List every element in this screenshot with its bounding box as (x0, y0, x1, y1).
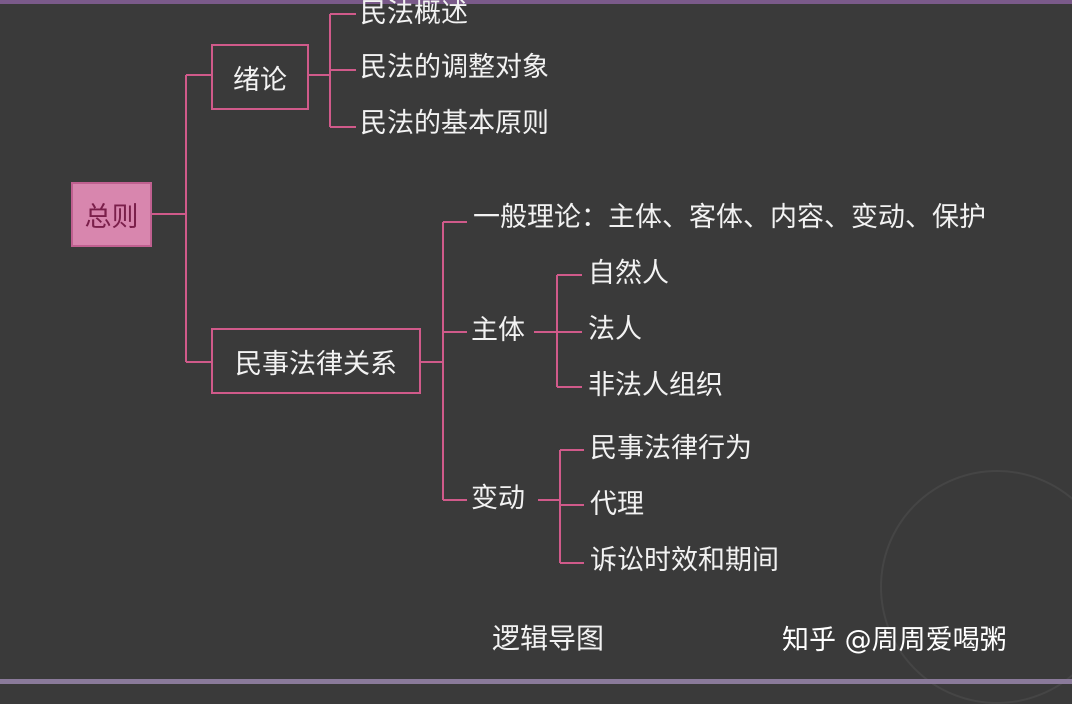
intro-node: 绪论 (211, 44, 309, 110)
relation-general-theory: 一般理论：主体、客体、内容、变动、保护 (473, 202, 986, 233)
change-item-limitation: 诉讼时效和期间 (590, 545, 779, 576)
root-node: 总则 (71, 182, 152, 247)
intro-item-objects: 民法的调整对象 (360, 52, 549, 83)
subject-item-natural-person: 自然人 (588, 258, 669, 289)
intro-item-principles: 民法的基本原则 (360, 108, 549, 139)
change-item-agency: 代理 (590, 489, 644, 520)
connector-lines (152, 13, 584, 564)
bottom-border (0, 679, 1072, 684)
change-item-legal-act: 民事法律行为 (590, 433, 752, 464)
top-border (0, 0, 1072, 4)
intro-label: 绪论 (233, 64, 287, 96)
relation-label: 民事法律关系 (235, 348, 397, 380)
zhihu-watermark: 知乎 @周周爱喝粥 (782, 625, 1007, 656)
root-label: 总则 (84, 202, 139, 233)
change-label: 变动 (471, 483, 525, 514)
subject-item-unincorporated-org: 非法人组织 (588, 370, 723, 401)
subject-item-legal-person: 法人 (588, 314, 642, 345)
subject-label: 主体 (471, 315, 525, 346)
diagram-caption: 逻辑导图 (492, 622, 605, 655)
relation-node: 民事法律关系 (211, 328, 421, 394)
intro-item-overview: 民法概述 (360, 0, 468, 29)
